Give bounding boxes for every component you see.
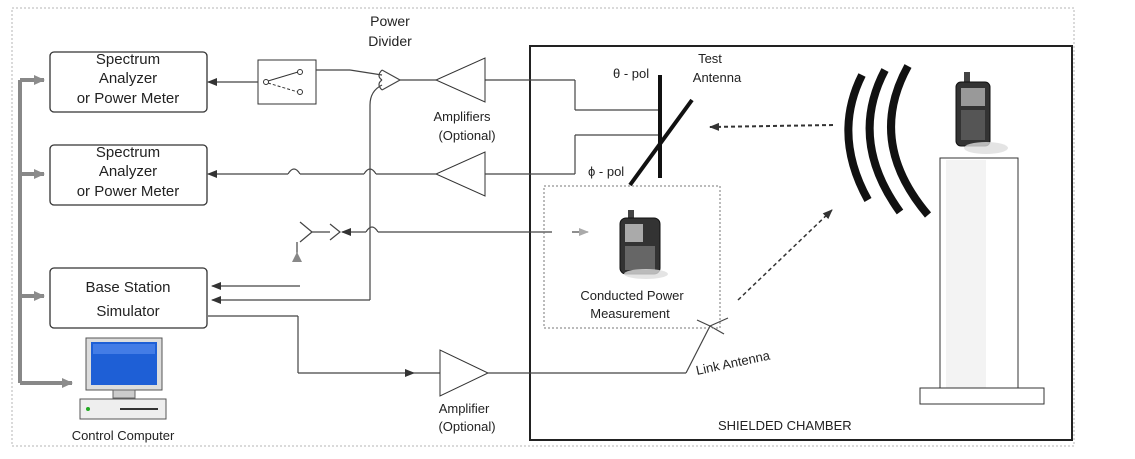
phone-icon xyxy=(955,72,1008,154)
svg-text:or Power Meter: or Power Meter xyxy=(77,183,180,200)
conducted-path xyxy=(211,221,589,290)
svg-text:Spectrum: Spectrum xyxy=(96,144,160,161)
switch-icon xyxy=(257,59,317,105)
test-antenna-label-2: Antenna xyxy=(693,70,742,85)
svg-text:or Power Meter: or Power Meter xyxy=(77,90,180,107)
radiation-waves-icon xyxy=(844,64,932,218)
amplifiers-label: Amplifiers xyxy=(433,109,491,124)
theta-pol-label: θ - pol xyxy=(613,66,649,81)
signal-path-phi xyxy=(207,134,660,178)
conducted-label-2: Measurement xyxy=(590,306,670,321)
test-antenna-label: Test xyxy=(698,51,722,66)
power-divider-icon xyxy=(378,69,402,91)
spectrum-analyzer-1: Spectrum Analyzer or Power Meter xyxy=(49,51,208,113)
shielded-chamber xyxy=(529,45,1073,441)
svg-text:Base Station: Base Station xyxy=(85,279,170,296)
radiation-arrow xyxy=(709,122,834,131)
svg-text:Analyzer: Analyzer xyxy=(99,70,157,87)
spectrum-analyzer-2: Spectrum Analyzer or Power Meter xyxy=(49,144,208,206)
control-bus xyxy=(18,75,73,388)
control-computer-label: Control Computer xyxy=(72,428,175,443)
amplifier-label: Amplifier xyxy=(439,401,490,416)
base-station-simulator: Base Station Simulator xyxy=(49,267,208,329)
computer-icon xyxy=(79,337,167,420)
amplifiers-label-2: (Optional) xyxy=(438,128,495,143)
chamber-title: SHIELDED CHAMBER xyxy=(718,418,852,433)
pedestal xyxy=(919,157,1045,405)
antenna-icon xyxy=(628,75,694,187)
conducted-label: Conducted Power xyxy=(580,288,684,303)
power-divider-label: Power xyxy=(370,13,410,29)
amplifier-label-2: (Optional) xyxy=(438,419,495,434)
link-arrow xyxy=(737,209,833,301)
svg-text:Analyzer: Analyzer xyxy=(99,163,157,180)
amplifier-icon xyxy=(434,57,486,197)
outer-frame xyxy=(11,7,1075,447)
power-divider-label-2: Divider xyxy=(368,33,412,49)
conducted-power-box xyxy=(543,185,721,329)
svg-text:Spectrum: Spectrum xyxy=(96,51,160,68)
svg-text:Simulator: Simulator xyxy=(96,303,159,320)
link-path xyxy=(208,315,729,397)
signal-path-theta xyxy=(207,69,660,304)
phone-icon xyxy=(619,210,668,279)
link-antenna-label: Link Antenna xyxy=(695,347,772,377)
phi-pol-label: ϕ - pol xyxy=(588,164,624,179)
